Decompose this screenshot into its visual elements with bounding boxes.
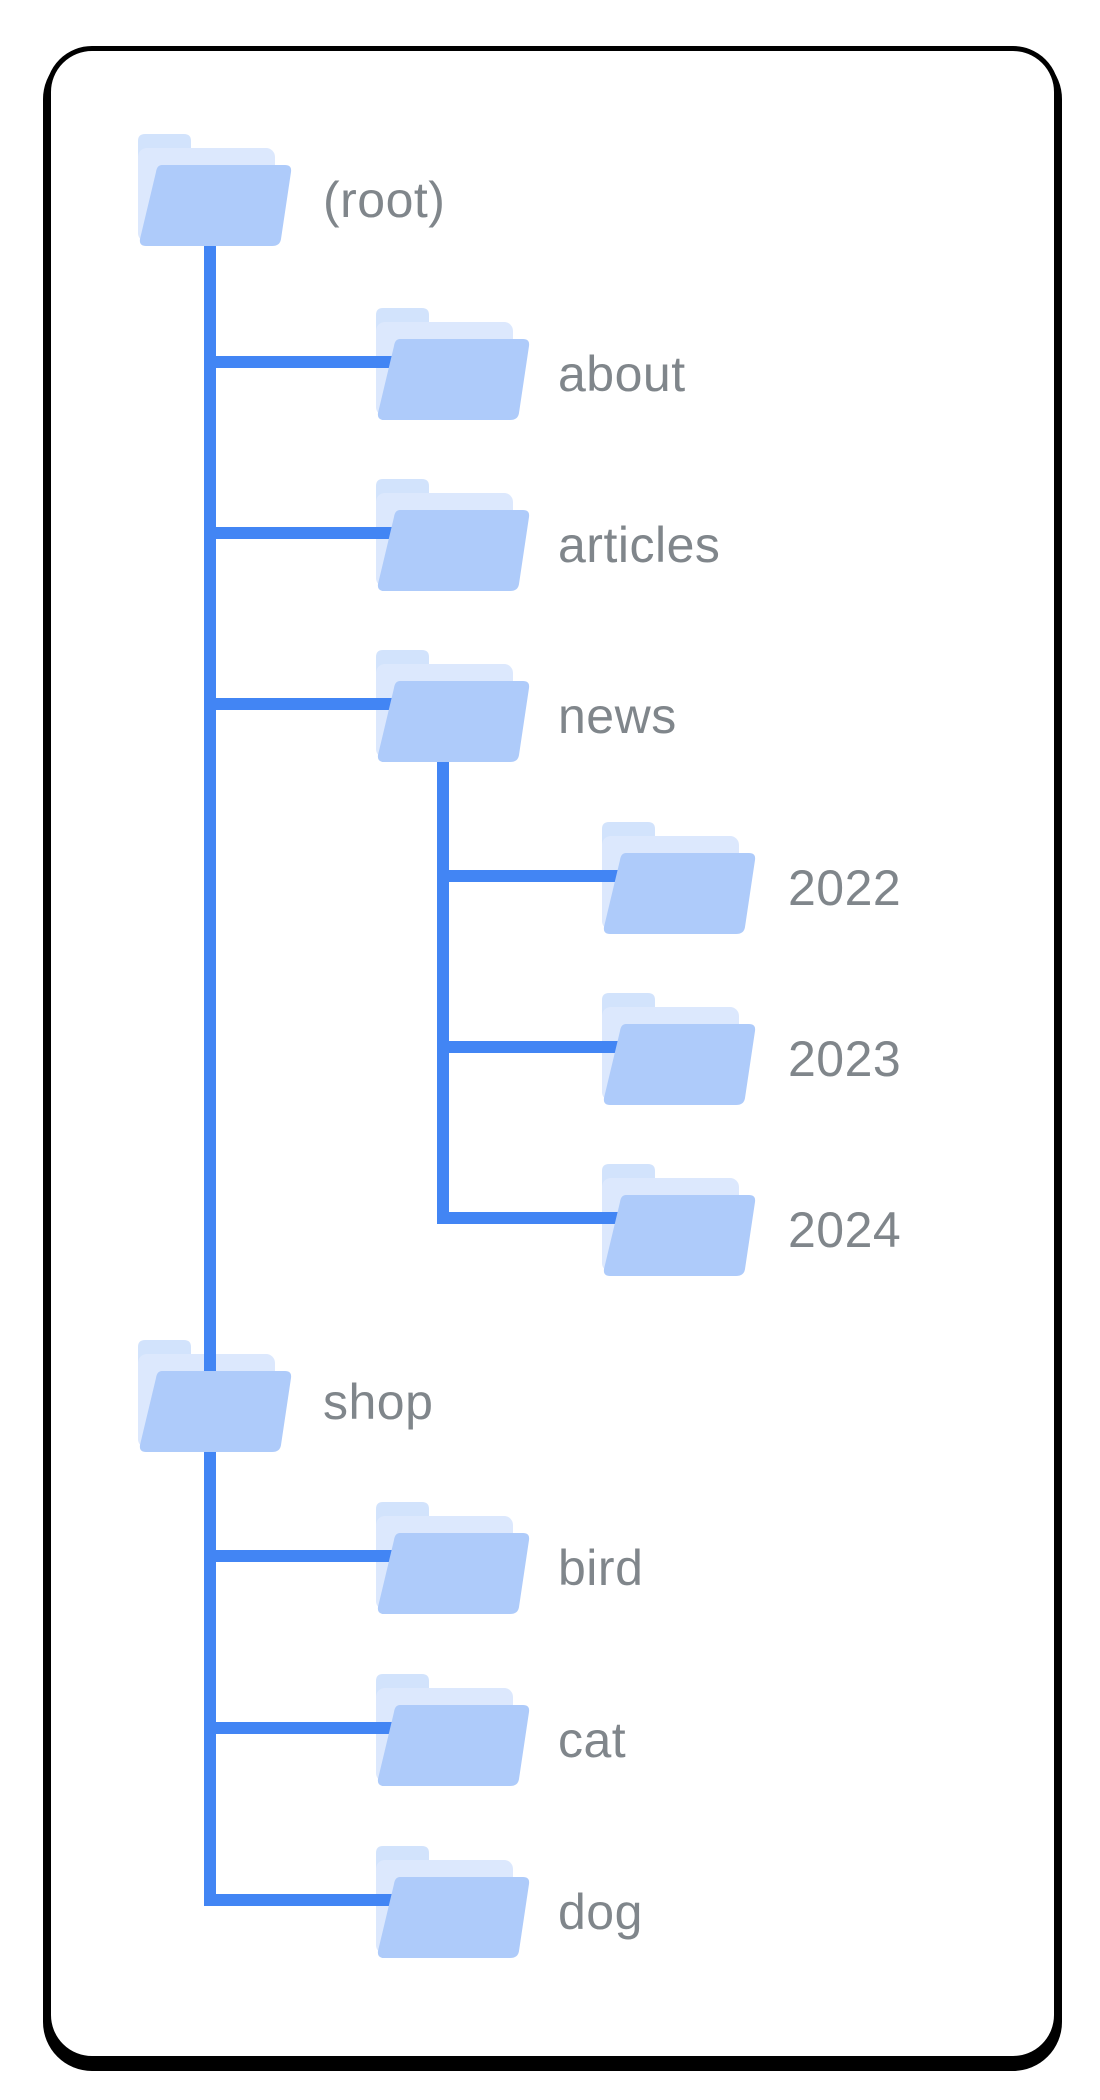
folder-front-shop xyxy=(139,1371,292,1452)
folder-front-articles xyxy=(377,510,530,591)
node-label-articles: articles xyxy=(558,517,721,573)
connectors-layer xyxy=(204,240,622,1906)
folder-front-2024 xyxy=(603,1195,756,1276)
node-label-2024: 2024 xyxy=(788,1202,902,1258)
folder-front-cat xyxy=(377,1705,530,1786)
folder-front-news xyxy=(377,681,530,762)
folder-front-root xyxy=(139,165,292,246)
folder-front-about xyxy=(377,339,530,420)
folder-front-2023 xyxy=(603,1024,756,1105)
node-label-dog: dog xyxy=(558,1884,643,1940)
node-label-shop: shop xyxy=(323,1374,434,1430)
folder-front-bird xyxy=(377,1533,530,1614)
node-label-bird: bird xyxy=(558,1540,644,1596)
node-label-about: about xyxy=(558,346,686,402)
node-label-root: (root) xyxy=(323,172,446,228)
node-label-2022: 2022 xyxy=(788,860,902,916)
folder-front-2022 xyxy=(603,853,756,934)
node-label-news: news xyxy=(558,688,677,744)
node-label-cat: cat xyxy=(558,1712,627,1768)
folder-front-dog xyxy=(377,1877,530,1958)
node-label-2023: 2023 xyxy=(788,1031,902,1087)
